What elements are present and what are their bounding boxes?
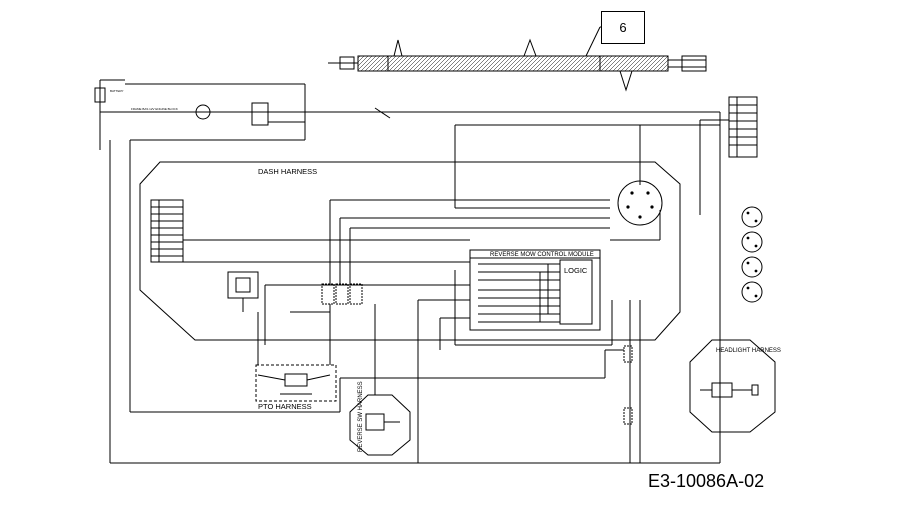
- dash-harness-outline: [139, 161, 681, 341]
- reverse-sw-harness: [349, 394, 411, 456]
- logic-label: LOGIC: [564, 266, 588, 275]
- key-switch: [617, 180, 663, 226]
- svg-text:FRAME BAS 12V ENGINE BLOCK: FRAME BAS 12V ENGINE BLOCK: [131, 107, 178, 111]
- relay-block: [227, 271, 259, 312]
- svg-text:BATTERY: BATTERY: [110, 89, 124, 93]
- harness-cable-illustration: [328, 26, 707, 92]
- reverse-mow-control-module: REVERSE MOW CONTROL MODULE LOGIC: [469, 249, 601, 331]
- reverse-module-title: REVERSE MOW CONTROL MODULE: [490, 252, 594, 258]
- headlight-harness: [689, 339, 776, 433]
- dash-connector-table: [150, 199, 184, 263]
- headlight-harness-label: HEADLIGHT HARNESS: [716, 348, 781, 354]
- connector-table-right: [699, 96, 758, 215]
- reverse-sw-harness-label: REVERSE SW HARNESS: [358, 381, 364, 452]
- part-callout-box: 6: [601, 11, 645, 44]
- dash-harness-label: DASH HARNESS: [258, 167, 317, 176]
- pto-harness: [255, 364, 337, 402]
- switch-diagrams: [741, 206, 763, 303]
- document-id: E3-10086A-02: [648, 471, 765, 491]
- pto-harness-label: PTO HARNESS: [258, 402, 312, 411]
